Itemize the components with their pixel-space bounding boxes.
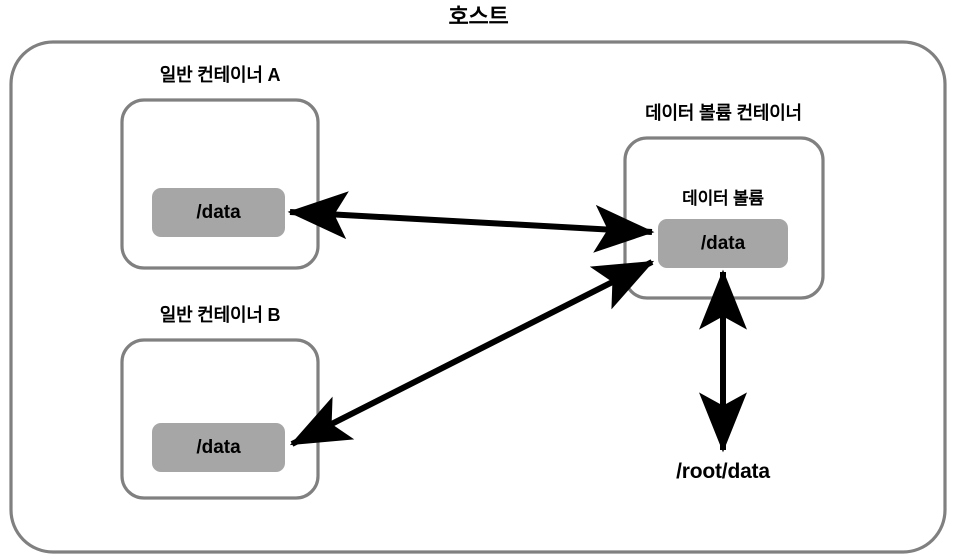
data-volume-container-label: 데이터 볼륨 컨테이너 bbox=[645, 103, 802, 123]
host-path-label: /root/data bbox=[676, 460, 770, 483]
container-b-box bbox=[120, 338, 320, 500]
data-volume-label: 데이터 볼륨 bbox=[682, 189, 764, 208]
connector-container-b-to-volume bbox=[289, 259, 655, 447]
container-a-box bbox=[120, 98, 320, 270]
container-b-label: 일반 컨테이너 B bbox=[159, 305, 281, 325]
page-title: 호스트 bbox=[448, 4, 509, 29]
container-a-mount-path: /data bbox=[152, 188, 285, 237]
container-a-label: 일반 컨테이너 A bbox=[159, 65, 281, 85]
connector-container-a-to-volume bbox=[287, 191, 655, 253]
data-volume-mount-path: /data bbox=[658, 219, 788, 268]
container-b-mount-path: /data bbox=[152, 423, 285, 472]
